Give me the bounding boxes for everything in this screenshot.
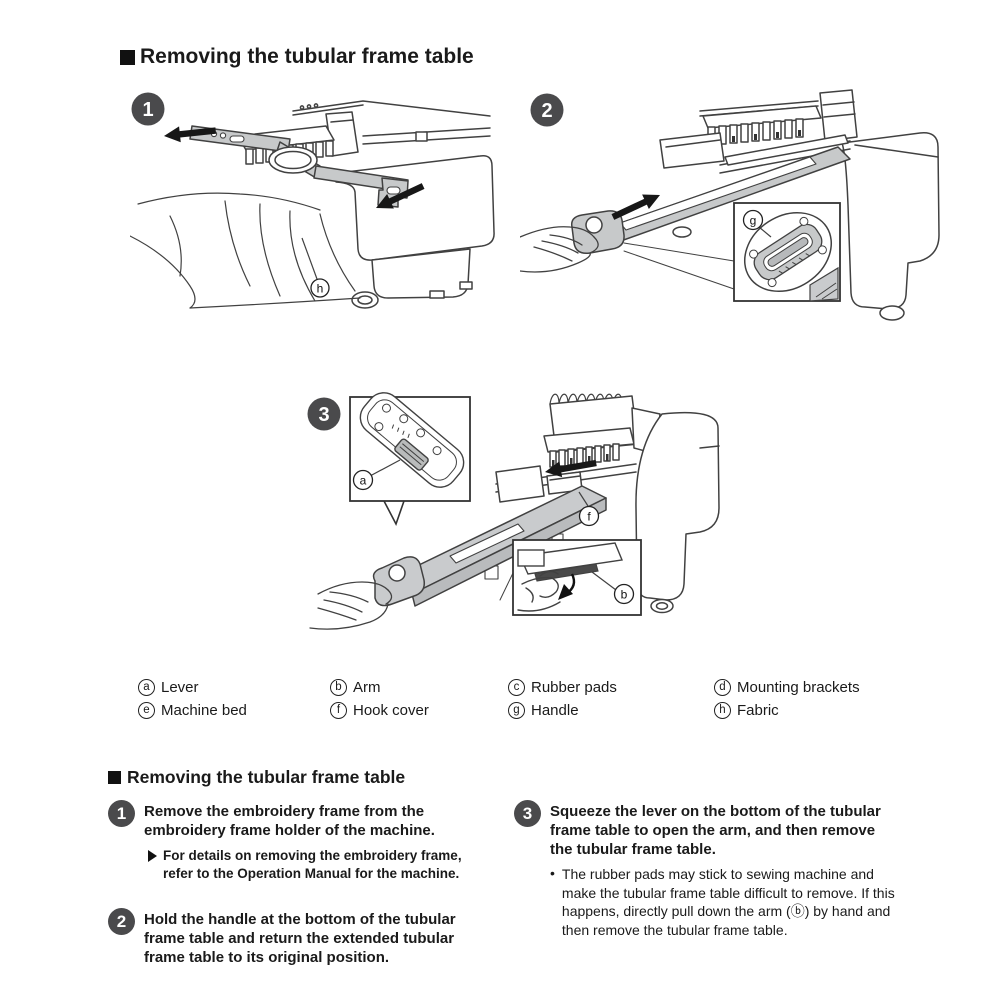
circled-letter: c	[508, 679, 525, 696]
legend-label: Hook cover	[353, 702, 429, 719]
legend-label: Handle	[531, 702, 579, 719]
step-3-text: Squeeze the lever on the bottom of the t…	[550, 803, 881, 859]
handle-notch	[585, 216, 603, 234]
figure-3: f a	[300, 388, 720, 640]
machine-bed	[659, 132, 725, 169]
circled-letter: e	[138, 702, 155, 719]
legend-label: Fabric	[737, 702, 779, 719]
hand	[309, 581, 393, 630]
step-3-note: • The rubber pads may stick to sewing ma…	[550, 865, 914, 939]
handle-notch	[388, 564, 406, 582]
callout-b-label: b	[621, 588, 628, 602]
circled-letter: a	[138, 679, 155, 696]
figure-3-illustration: f a	[307, 392, 720, 630]
callout-fabric: h	[301, 237, 330, 298]
callout-h-label: h	[317, 282, 324, 296]
legend-label: Rubber pads	[531, 679, 617, 696]
legend-label: Lever	[161, 679, 199, 696]
legend-label: Mounting brackets	[737, 679, 860, 696]
machine-body	[841, 132, 940, 310]
arrow-up-right-icon	[611, 194, 660, 220]
step-1-note-text: For details on removing the embroidery f…	[163, 848, 462, 881]
figure-2-illustration: g 2	[520, 89, 940, 321]
machine-top-bar	[292, 100, 491, 117]
inset-handle: g	[733, 202, 841, 302]
lever-part	[394, 438, 429, 471]
figure-1-illustration: h 1	[130, 92, 495, 309]
machine-bed	[495, 465, 545, 503]
direction-arrows	[164, 126, 425, 209]
circled-letter: d	[714, 679, 731, 696]
section-square-marker	[120, 49, 135, 65]
instructions-title-text: Removing the tubular frame table	[127, 767, 406, 787]
instructions-left-column: 1 Remove the embroidery frame from the e…	[108, 800, 500, 967]
step-1-text: Remove the embroidery frame from the emb…	[144, 803, 435, 840]
legend-label: Machine bed	[161, 702, 247, 719]
callout-g-label: g	[750, 214, 757, 228]
figure-3-badge	[307, 397, 341, 431]
page-title-text: Removing the tubular frame table	[140, 45, 474, 68]
circled-letter: g	[508, 702, 525, 719]
step-2: 2 Hold the handle at the bottom of the t…	[108, 908, 500, 967]
circled-letter: b	[330, 679, 347, 696]
callout-hook-cover: f	[578, 491, 600, 527]
bullet-icon: •	[550, 865, 555, 882]
step-1-badge: 1	[108, 800, 135, 827]
curved-arrow-icon	[558, 584, 573, 600]
fabric-drape	[130, 192, 361, 309]
legend-item-hook-cover: f Hook cover	[330, 702, 508, 719]
step-2-text: Hold the handle at the bottom of the tub…	[144, 911, 456, 967]
instructions-right-column: 3 Squeeze the lever on the bottom of the…	[514, 800, 914, 939]
step-2-badge: 2	[108, 908, 135, 936]
legend-item-machine-bed: e Machine bed	[138, 702, 330, 719]
legend-item-lever: a Lever	[138, 679, 330, 696]
circled-letter: h	[714, 702, 731, 719]
figure-1-number: 1	[142, 99, 153, 121]
step-3: 3 Squeeze the lever on the bottom of the…	[514, 800, 914, 859]
inset-arm: b	[512, 539, 642, 616]
inset-lever: a	[349, 392, 471, 527]
legend-item-fabric: h Fabric	[714, 702, 898, 719]
page-title: Removing the tubular frame table	[120, 45, 474, 69]
tubular-frame-table	[372, 485, 607, 607]
figure-3-number: 3	[318, 404, 329, 426]
callout-f-label: f	[587, 510, 591, 524]
arrow-down-left-icon	[376, 183, 425, 209]
figure-1: h 1	[130, 86, 500, 314]
callout-a-label: a	[360, 474, 367, 488]
step-1: 1 Remove the embroidery frame from the e…	[108, 800, 500, 840]
legend-item-mounting-brackets: d Mounting brackets	[714, 679, 898, 696]
figure-2-badge	[530, 93, 564, 127]
legend-item-rubber-pads: c Rubber pads	[508, 679, 714, 696]
step-3-badge: 3	[514, 800, 541, 827]
machine-body	[334, 154, 495, 261]
needle-bar-carriage	[702, 105, 822, 129]
mounting-bracket	[415, 131, 428, 142]
step-3-note-text: The rubber pads may stick to sewing mach…	[561, 866, 895, 938]
hand	[520, 226, 599, 273]
arrow-right-icon	[148, 850, 157, 863]
arrow-left-icon	[545, 459, 597, 478]
legend-item-arm: b Arm	[330, 679, 508, 696]
figure-2-number: 2	[541, 100, 552, 122]
legend: a Lever b Arm c Rubber pads d Mounting b…	[138, 679, 898, 719]
arrow-left-icon	[164, 126, 217, 143]
circled-letter: f	[330, 702, 347, 719]
instructions-title: Removing the tubular frame table	[108, 767, 405, 788]
step-1-note: For details on removing the embroidery f…	[148, 847, 500, 882]
machine-foot	[879, 305, 905, 321]
figure-2: g 2	[520, 85, 940, 330]
section-square-marker	[108, 771, 121, 784]
legend-item-handle: g Handle	[508, 702, 714, 719]
machine-body	[635, 411, 720, 601]
tubular-frame-table	[570, 146, 851, 255]
legend-label: Arm	[353, 679, 381, 696]
figure-1-badge	[131, 92, 165, 126]
